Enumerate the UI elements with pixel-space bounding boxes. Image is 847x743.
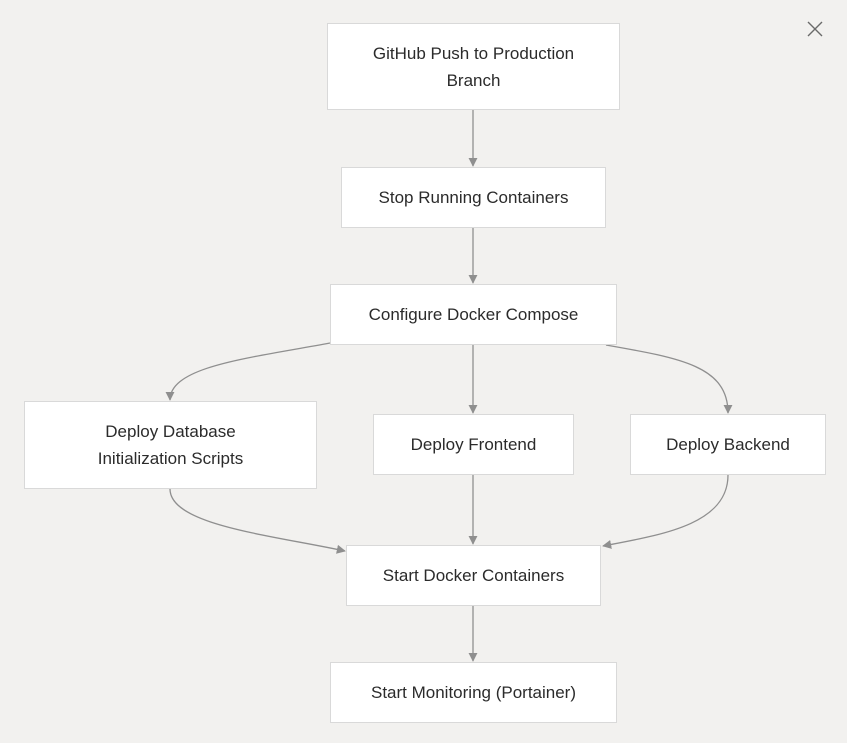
edge-backend-to-start: [602, 474, 729, 549]
edge-configure-to-database: [165, 342, 331, 401]
node-stop-running-containers[interactable]: Stop Running Containers: [341, 167, 606, 228]
edge-configure-to-backend: [605, 344, 733, 414]
node-deploy-backend[interactable]: Deploy Backend: [630, 414, 826, 475]
node-configure-docker-compose[interactable]: Configure Docker Compose: [330, 284, 617, 345]
node-deploy-database-scripts[interactable]: Deploy Database Initialization Scripts: [24, 401, 317, 489]
close-button[interactable]: [803, 17, 827, 41]
node-start-monitoring[interactable]: Start Monitoring (Portainer): [330, 662, 617, 723]
node-start-docker-containers[interactable]: Start Docker Containers: [346, 545, 601, 606]
node-github-push[interactable]: GitHub Push to Production Branch: [327, 23, 620, 110]
close-icon: [807, 21, 823, 37]
edge-database-to-start: [169, 488, 346, 554]
node-deploy-frontend[interactable]: Deploy Frontend: [373, 414, 574, 475]
